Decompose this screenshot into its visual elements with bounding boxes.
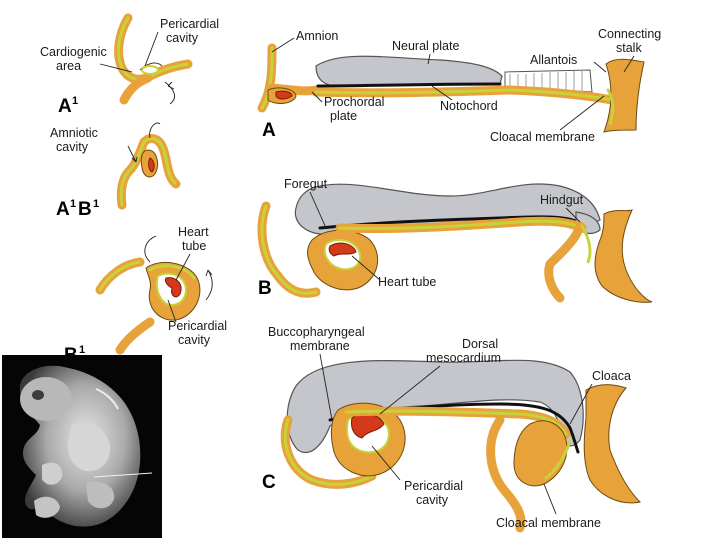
leader-cloaca (569, 383, 593, 425)
leader-cloacal-membrane-c (543, 483, 557, 515)
sketch-b1 (95, 235, 213, 355)
panel-letter-a1b1-b: B (78, 199, 92, 220)
label-pericardial-cavity-c-1: Pericardial (404, 479, 463, 493)
panel-letter-b: B (258, 278, 272, 299)
label-amniotic-cavity-2: cavity (56, 140, 89, 154)
embryo-photo-image (2, 355, 162, 538)
label-pericardial-cavity-top-1: Pericardial (160, 17, 219, 31)
panel-letter-a1b1-a-sup: 1 (70, 198, 76, 210)
label-cardiogenic-area-2: area (56, 59, 81, 73)
embryo-photograph (2, 355, 162, 538)
leader-pericardial-cavity-top (144, 31, 159, 67)
panel-letter-a1: A (58, 96, 72, 117)
panel-letter-a1b1-b-sup: 1 (93, 198, 99, 210)
panel-letter-a1-sup: 1 (72, 95, 78, 107)
sketch-a1 (114, 13, 193, 105)
label-cardiogenic-area-1: Cardiogenic (40, 45, 107, 59)
label-foregut: Foregut (284, 177, 328, 191)
leader-connecting-stalk (623, 55, 635, 73)
label-pericardial-cavity-left-1: Pericardial (168, 319, 227, 333)
panel-letter-c: C (262, 472, 276, 493)
label-prochordal-plate-1: Prochordal (324, 95, 384, 109)
label-pericardial-cavity-top-2: cavity (166, 31, 199, 45)
leader-amnion (271, 37, 295, 53)
label-heart-tube-left-2: tube (182, 239, 206, 253)
label-cloacal-membrane-c: Cloacal membrane (496, 516, 601, 530)
label-heart-tube-b: Heart tube (378, 275, 436, 289)
label-amnion: Amnion (296, 29, 338, 43)
label-pericardial-cavity-c-2: cavity (416, 493, 449, 507)
label-neural-plate: Neural plate (392, 39, 459, 53)
leader-heart-tube-b (351, 255, 381, 281)
label-notochord: Notochord (440, 99, 498, 113)
leader-neural-plate (427, 53, 431, 65)
leader-cloacal-membrane-a (559, 95, 605, 131)
panel-c-drawing (280, 359, 642, 533)
label-buccopharyngeal-membrane-2: membrane (290, 339, 350, 353)
panel-letter-b1-sup: 1 (79, 344, 85, 356)
label-connecting-stalk-1: Connecting (598, 27, 661, 41)
label-prochordal-plate-2: plate (330, 109, 357, 123)
label-cloacal-membrane-a: Cloacal membrane (490, 130, 595, 144)
leader-heart-tube-left (175, 253, 191, 281)
leader-allantois (593, 61, 607, 73)
sketch-a1b1 (116, 122, 181, 210)
leader-foregut (309, 191, 327, 229)
leader-pericardial-cavity-left (167, 299, 177, 323)
leader-notochord (431, 85, 453, 101)
label-dorsal-mesocardium-2: mesocardium (426, 351, 501, 365)
label-cloaca: Cloaca (592, 369, 631, 383)
panel-a-drawing (257, 43, 645, 133)
panel-letter-a1b1-a: A (56, 199, 70, 220)
label-dorsal-mesocardium-1: Dorsal (462, 337, 498, 351)
label-buccopharyngeal-membrane-1: Buccopharyngeal (268, 325, 365, 339)
panel-b-drawing (257, 183, 653, 303)
label-connecting-stalk-2: stalk (616, 41, 642, 55)
panel-letter-a: A (262, 120, 276, 141)
leader-pericardial-cavity-c (371, 445, 401, 481)
label-allantois: Allantois (530, 53, 577, 67)
leader-cardiogenic-area (99, 63, 133, 73)
label-heart-tube-left-1: Heart (178, 225, 209, 239)
label-hindgut: Hindgut (540, 193, 584, 207)
leader-hindgut (565, 207, 581, 223)
label-pericardial-cavity-left-2: cavity (178, 333, 211, 347)
leader-buccopharyngeal-membrane (319, 353, 333, 421)
label-amniotic-cavity-1: Amniotic (50, 126, 98, 140)
leader-dorsal-mesocardium (379, 365, 441, 415)
leader-prochordal-plate (311, 91, 323, 103)
